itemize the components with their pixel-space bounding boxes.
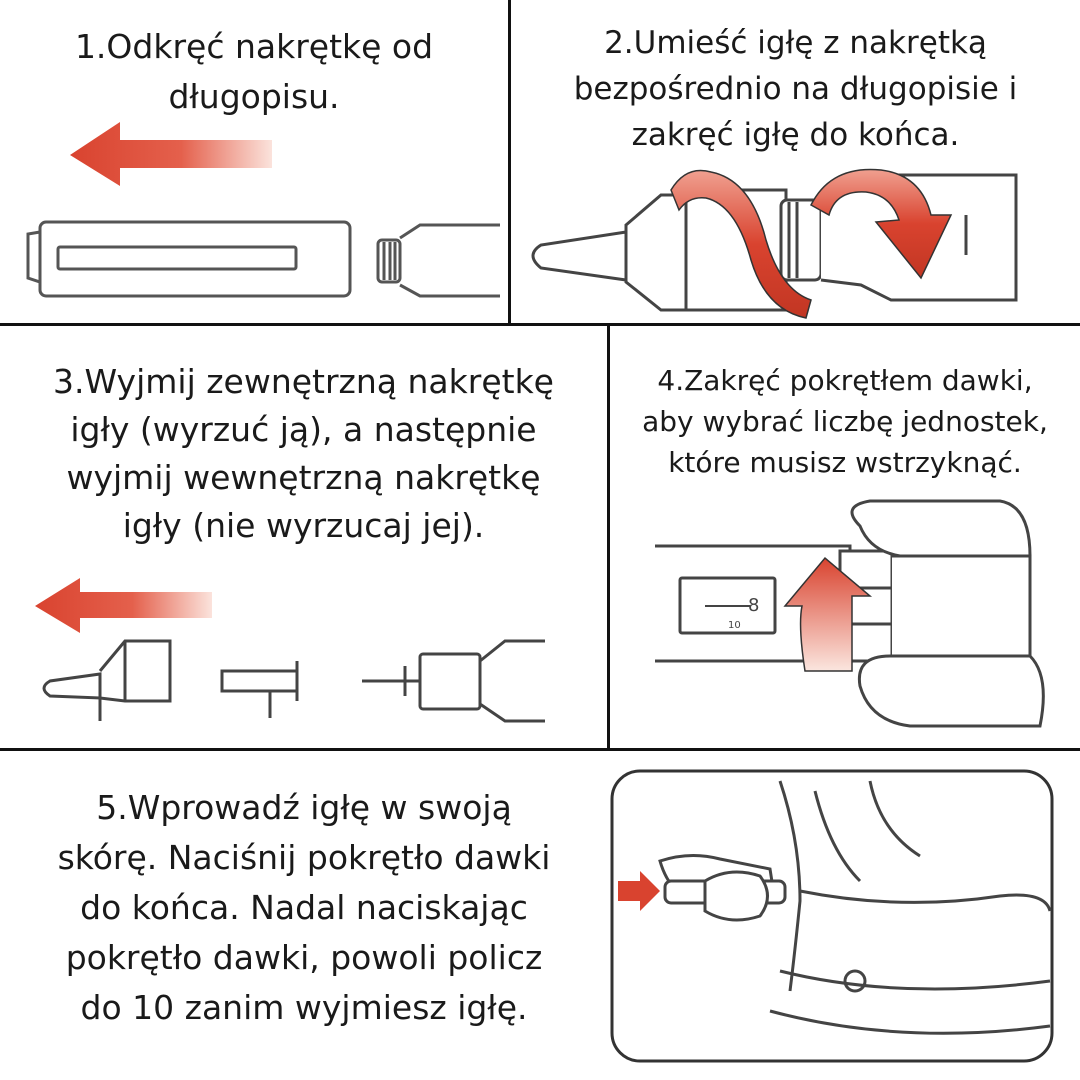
step-5-panel: 5.Wprowadź igłę w swoją skórę. Naciśnij …: [0, 751, 1080, 1080]
abdomen-drawing: [769, 780, 1052, 1035]
divider-row2-vertical: [607, 325, 610, 750]
dose-digit: 8: [748, 595, 759, 616]
step-2-illustration: [531, 168, 1018, 319]
step-5-text: 5.Wprowadź igłę w swoją skórę. Naciśnij …: [57, 788, 551, 1027]
divider-row1-vertical: [508, 0, 511, 325]
hand-drawing: [850, 499, 1045, 728]
pen-with-needle-drawing: [362, 639, 545, 723]
step-3-illustration: [35, 578, 545, 723]
twist-arrow-icon: [810, 168, 953, 280]
step-1-text: 1.Odkręć nakrętkę od długopisu.: [74, 27, 434, 116]
divider-row1-bottom: [0, 323, 1080, 326]
step-1-illustration: [26, 122, 500, 298]
pen-body-drawing: [376, 223, 500, 298]
pen-cap-drawing: [26, 220, 352, 298]
injection-frame: [610, 769, 1054, 1063]
outer-needle-cap-drawing: [42, 639, 172, 721]
step-4-illustration: 8 10: [655, 499, 1045, 728]
left-arrow-icon: [70, 122, 272, 186]
left-arrow-icon: [35, 578, 212, 633]
step-3-text: 3.Wyjmij zewnętrzną nakrętkę igły (wyrzu…: [53, 362, 554, 545]
turn-arrow-icon: [783, 556, 873, 672]
step-1-panel: 1.Odkręć nakrętkę od długopisu.: [0, 0, 508, 323]
step-2-text: 2.Umieść igłę z nakrętką bezpośrednio na…: [573, 25, 1018, 153]
hand-with-pen-drawing: [658, 854, 787, 922]
press-arrow-icon: [618, 871, 660, 911]
inner-needle-cap-drawing: [220, 661, 299, 718]
step-2-panel: 2.Umieść igłę z nakrętką bezpośrednio na…: [511, 0, 1080, 323]
step-3-panel: 3.Wyjmij zewnętrzną nakrętkę igły (wyrzu…: [0, 326, 607, 748]
step-5-illustration: [610, 769, 1054, 1063]
divider-row2-bottom: [0, 748, 1080, 751]
step-4-text: 4.Zakręć pokrętłem dawki, aby wybrać lic…: [642, 364, 1048, 479]
dose-scale: 10: [728, 620, 741, 631]
step-4-panel: 4.Zakręć pokrętłem dawki, aby wybrać lic…: [610, 326, 1080, 748]
twist-ribbon-icon: [670, 169, 812, 319]
